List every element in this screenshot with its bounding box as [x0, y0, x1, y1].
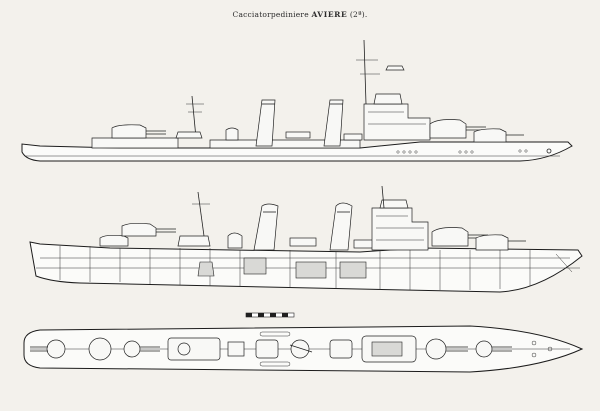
plan-mast-base [227, 341, 245, 357]
inboard-funnel-aft [253, 203, 279, 251]
inboard-boiler-3 [339, 261, 367, 279]
scale-bar [245, 312, 295, 318]
profile-foremast [363, 39, 367, 105]
plan-aft-gun [46, 339, 66, 359]
inboard-engine [197, 261, 215, 277]
profile-fwd-turret-2 [473, 128, 507, 143]
inboard-fwd-turret-2 [475, 234, 509, 251]
inboard-torpedo-tubes-aft [289, 237, 317, 247]
profile-rangefinder [373, 93, 403, 105]
profile-fwd-turret-1 [429, 119, 467, 139]
inboard-torpedo-tubes-fore [353, 239, 375, 249]
plan-view [23, 325, 584, 373]
inboard-mainmast [197, 191, 205, 237]
inboard-stem [555, 253, 573, 273]
profile-aa-mount [225, 127, 239, 141]
inboard-frames [59, 246, 531, 290]
profile-bridge [363, 103, 431, 141]
profile-portholes [396, 149, 528, 154]
inboard-fwd-turret-1 [431, 227, 469, 247]
inboard-boiler-2 [295, 261, 327, 279]
profile-anchor [546, 148, 552, 154]
plan-torpedo-tubes-aft [290, 339, 310, 359]
profile-aft-turret-1 [111, 124, 147, 139]
plan-aft-deckhouse [167, 337, 221, 361]
profile-funnel-aft [255, 99, 276, 147]
plan-funnel-aft [255, 339, 279, 359]
profile-torpedo-tubes-aft [285, 131, 311, 139]
title-suffix: (2ª). [349, 10, 368, 19]
inboard-boiler-1 [243, 257, 267, 275]
plan-aft-turret-2 [123, 340, 141, 358]
profile-aft-deckhouse [91, 137, 179, 149]
plan-fwd-turret-2 [475, 340, 493, 358]
inboard-profile-view [29, 185, 583, 293]
plan-aft-turret-1 [88, 337, 112, 361]
profile-funnel-fore [323, 99, 344, 147]
title-prefix: Cacciatorpediniere [232, 10, 309, 19]
profile-torpedo-tubes-fore [343, 133, 363, 141]
inboard-aft-turret-1 [99, 234, 129, 247]
inboard-foremast [381, 185, 385, 209]
profile-view [21, 39, 573, 162]
inboard-aa-mount [227, 232, 243, 249]
drawing-title: Cacciatorpediniere AVIERE (2ª). [0, 10, 600, 19]
inboard-bridge [371, 207, 429, 251]
inboard-funnel-fore [329, 202, 353, 251]
plan-funnel-fore [329, 339, 353, 359]
profile-mainmast [191, 95, 197, 139]
title-ship-name: AVIERE [311, 10, 348, 19]
inboard-aft-turret-2 [121, 222, 157, 237]
plan-fwd-turret-1 [425, 338, 447, 360]
